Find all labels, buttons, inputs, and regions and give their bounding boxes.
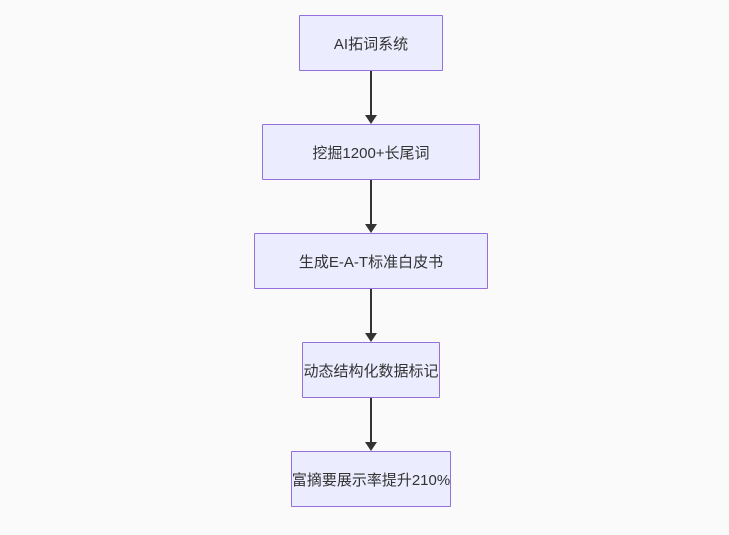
- edge-line: [370, 180, 372, 224]
- flowchart-edge-3-4: [365, 289, 377, 342]
- flowchart-node-ai-keyword-system: AI拓词系统: [299, 15, 443, 71]
- flowchart-edge-4-5: [365, 398, 377, 451]
- edge-line: [370, 398, 372, 442]
- node-label: 生成E-A-T标准白皮书: [298, 253, 444, 271]
- node-label: 挖掘1200+长尾词: [312, 144, 430, 162]
- node-label: AI拓词系统: [333, 35, 409, 53]
- edge-line: [370, 289, 372, 333]
- flowchart-node-rich-snippet-result: 富摘要展示率提升210%: [290, 451, 452, 507]
- edge-line: [370, 71, 372, 115]
- flowchart: AI拓词系统 挖掘1200+长尾词 生成E-A-T标准白皮书 动态结构化数据标记…: [254, 15, 488, 507]
- flowchart-node-structured-data-markup: 动态结构化数据标记: [302, 342, 440, 398]
- arrow-down-icon: [365, 442, 377, 451]
- flowchart-edge-2-3: [365, 180, 377, 233]
- arrow-down-icon: [365, 333, 377, 342]
- flowchart-edge-1-2: [365, 71, 377, 124]
- arrow-down-icon: [365, 115, 377, 124]
- flowchart-node-eat-whitepaper: 生成E-A-T标准白皮书: [254, 233, 488, 289]
- node-label: 富摘要展示率提升210%: [291, 471, 451, 489]
- arrow-down-icon: [365, 224, 377, 233]
- node-label: 动态结构化数据标记: [303, 362, 439, 380]
- flowchart-node-longtail-mining: 挖掘1200+长尾词: [262, 124, 480, 180]
